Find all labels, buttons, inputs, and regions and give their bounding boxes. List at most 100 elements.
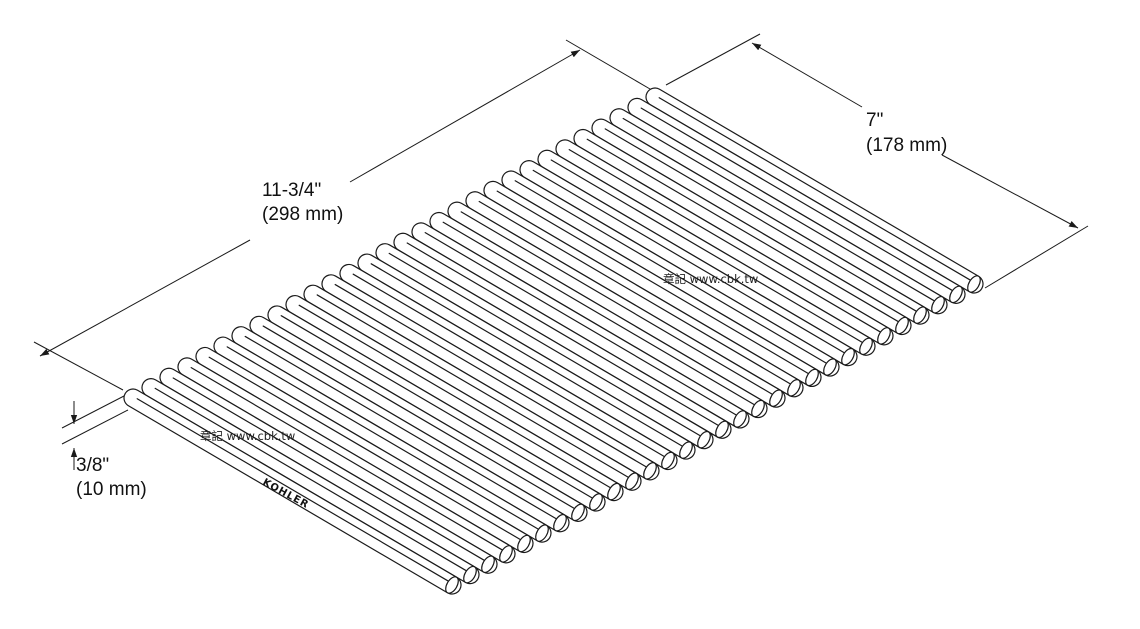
rod-end-cap [517,534,531,553]
rod-end-cap [733,410,747,428]
rod-end-cap [463,565,477,584]
rod-end-cap [787,379,801,397]
rod-contour-line [622,117,936,303]
rod-end-cap [643,462,657,480]
rod-end-cap [913,306,927,324]
rod [411,222,750,429]
rod [375,243,714,450]
rod [429,211,768,419]
width-dimension: 7" (178 mm) [665,33,1089,289]
rod-contour-line [550,159,864,344]
rod [357,253,696,460]
rod-end-cap [697,430,711,449]
rod-end-cap [445,576,459,594]
watermark-text: 章記 www.cbk.tw [663,272,758,286]
rod-contour-line [352,273,666,458]
rod-end-cap [535,524,549,542]
rod-end-cap [841,347,855,366]
rod [483,180,822,387]
rod-contour-line [442,221,756,406]
rod [321,274,660,481]
rod-contour-line [424,232,738,417]
rod [393,232,732,439]
rod-contour-line [478,200,792,386]
rod-end-cap [931,295,945,314]
rod [537,149,876,356]
rod-contour-line [406,242,720,427]
rod-contour-line [532,169,846,354]
length-dimension: 11-3/4" (298 mm) [33,39,651,391]
rod [141,378,480,585]
rod-end-cap [949,285,963,304]
height-metric-label: (10 mm) [76,479,147,500]
rod [159,367,498,574]
rod-end-cap [589,493,603,511]
rod-contour-line [640,107,954,292]
height-imperial-label: 3/8" [76,455,109,476]
length-imperial-label: 11-3/4" [262,180,321,201]
rod-end-cap [895,316,909,335]
rod-contour-line [388,252,702,437]
rod [627,97,966,304]
rod [465,191,804,398]
rod-contour-line [316,294,630,479]
rod-contour-line [208,356,522,541]
rod [303,284,642,491]
rod-end-cap [751,399,765,418]
rod-end-cap [967,275,981,293]
rod [339,263,678,471]
rod-contour-line [226,346,540,531]
rod [213,336,552,543]
rod-end-cap [679,441,693,459]
watermark-text: 章記 www.cbk.tw [200,429,295,443]
rod [123,388,462,595]
rod-end-cap [823,358,837,376]
rod-contour-line [262,325,576,510]
rod [195,346,534,554]
rod-contour-line [154,387,468,572]
rod [645,87,984,294]
length-metric-label: (298 mm) [262,204,343,225]
rod [285,295,624,502]
rod-end-cap [715,420,729,439]
rod [591,118,930,325]
width-imperial-label: 7" [866,110,883,131]
rod-contour-line [586,138,900,323]
rod-contour-line [280,315,594,500]
rod-end-cap [607,482,621,501]
rod-end-cap [481,555,495,574]
rod [177,357,516,564]
rod-contour-line [244,335,558,521]
rod-contour-line [568,149,882,334]
rod-contour-line [298,304,612,489]
rod-contour-line [370,263,684,448]
rod-end-cap [859,337,873,356]
rod [249,315,588,522]
height-dimension: 3/8" (10 mm) [61,395,147,500]
rod-group [123,87,984,595]
rod [609,108,948,315]
rod-contour-line [136,398,450,583]
rod-contour-line [190,366,504,552]
rod-end-cap [877,327,891,345]
rod-contour-line [172,377,486,562]
rod-end-cap [499,545,513,563]
rod-end-cap [553,513,567,532]
rod [231,326,570,533]
rod-contour-line [514,180,828,365]
rod [573,128,912,336]
rod-end-cap [571,503,585,522]
rod-contour-line [334,283,648,469]
rod-contour-line [658,97,972,282]
rod-contour-line [496,190,810,375]
rod-end-cap [625,472,639,490]
rod [267,305,606,512]
rod [519,160,858,367]
rod-contour-line [604,128,918,313]
rod-end-cap [661,451,675,470]
width-metric-label: (178 mm) [866,135,947,156]
rod-contour-line [460,211,774,396]
rod-end-cap [769,389,783,407]
